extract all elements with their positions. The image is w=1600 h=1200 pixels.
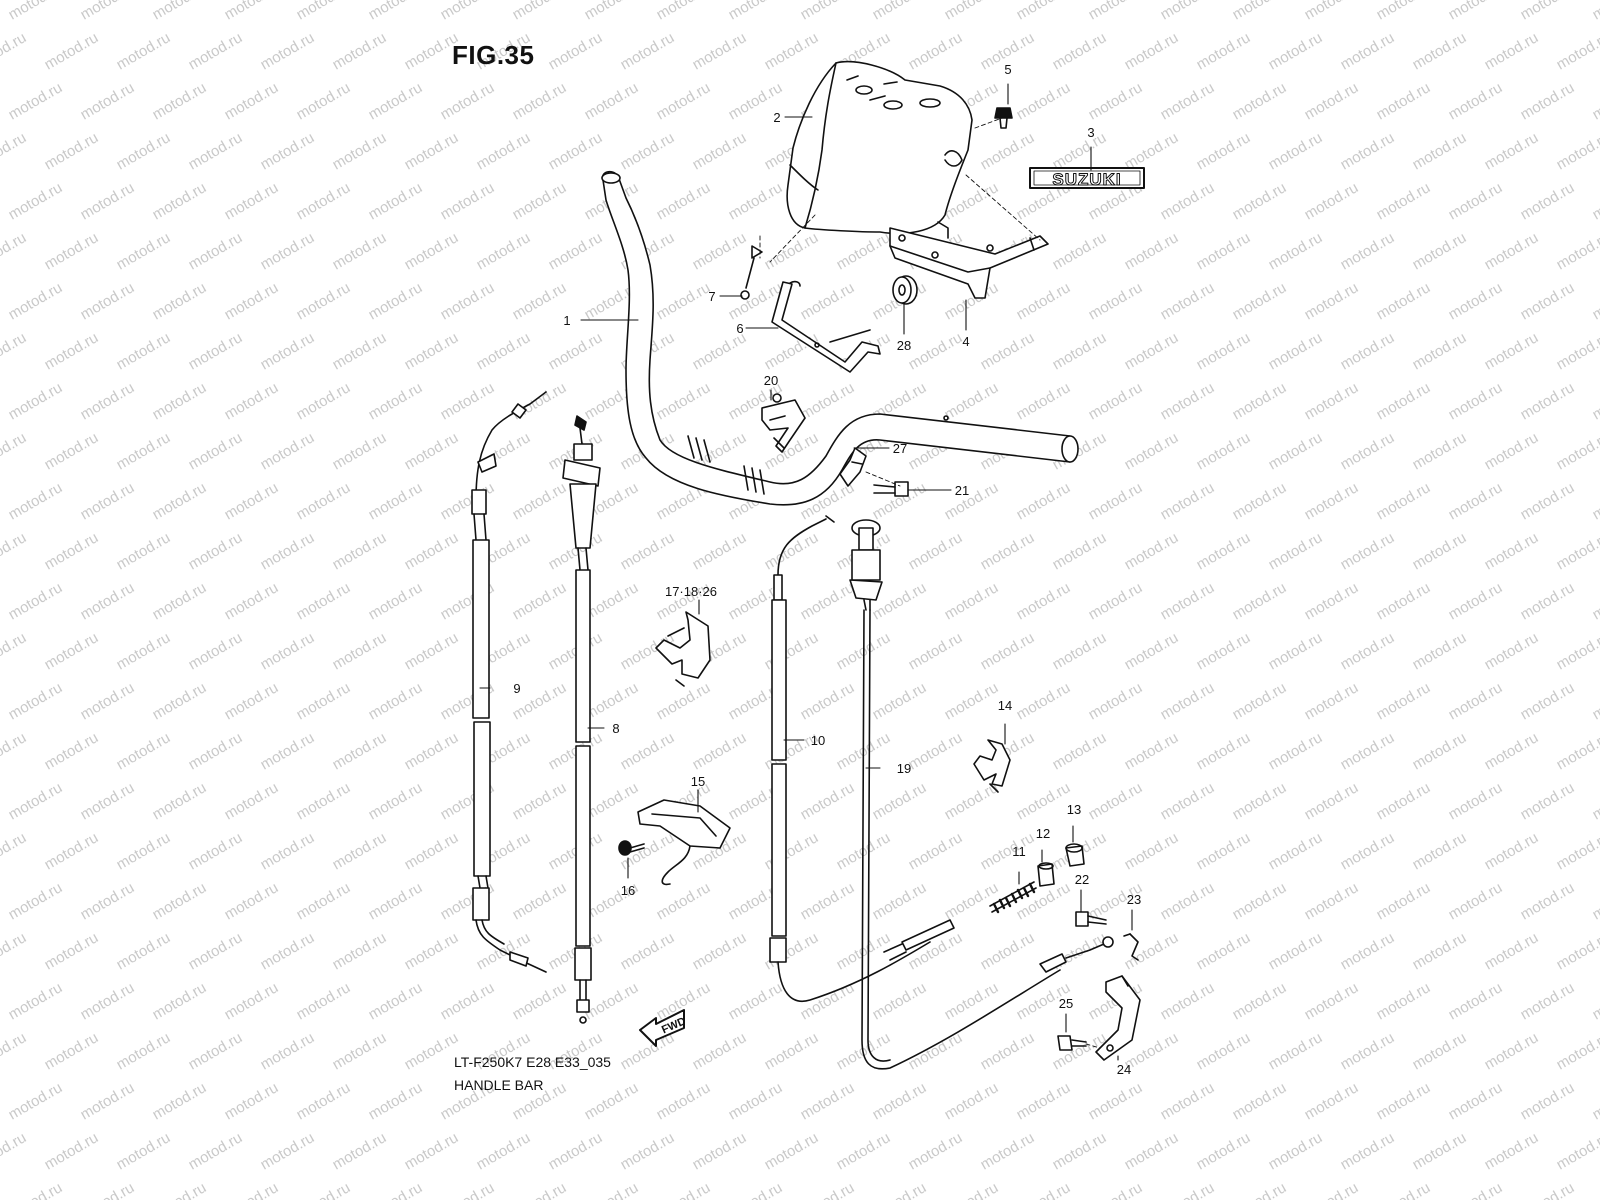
sleeve-part-12 [1037,862,1055,887]
cover-bracket-part [889,221,1049,299]
callout-6: 6 [736,321,743,336]
callout-8: 8 [612,721,619,736]
grommet-part [892,275,918,305]
callout-23: 23 [1127,892,1141,907]
choke-cable-part-19 [849,519,1114,1070]
bolt-part-21 [865,471,909,497]
cable-part-10 [769,515,955,1002]
handlebar-part [601,170,1079,506]
callout-16: 16 [621,883,635,898]
holder-part-17-18-26 [655,611,711,687]
callout-20: 20 [764,373,778,388]
clip-part-23 [1123,933,1139,961]
spring-part-11 [989,881,1037,914]
emblem-text: SUZUKI [1052,170,1121,189]
figure-title: FIG.35 [452,40,535,70]
callout-15: 15 [691,774,705,789]
callout-12: 12 [1036,826,1050,841]
bolt-part-22 [1075,911,1107,927]
handlebar-cover-part [786,60,973,235]
callout-17-18-26: 17·18·26 [665,584,717,599]
callout-10: 10 [811,733,825,748]
screw-part-7 [740,245,763,300]
clamp-part-20 [761,393,806,453]
callout-3: 3 [1087,125,1094,140]
callout-5: 5 [1004,62,1011,77]
lever-part-24 [1095,975,1141,1061]
callout-2: 2 [773,110,780,125]
model-code: LT-F250K7 E28 E33_035 [454,1054,611,1070]
callout-14: 14 [998,698,1012,713]
throttle-cable-part-8 [562,415,601,1024]
nut-part-13 [1065,843,1085,867]
callout-24: 24 [1117,1062,1131,1077]
callout-13: 13 [1067,802,1081,817]
clamp-part-14 [973,739,1011,793]
callout-19: 19 [897,761,911,776]
callout-27: 27 [893,441,907,456]
callout-21: 21 [955,483,969,498]
callout-7: 7 [708,289,715,304]
screw-part-16 [618,840,645,856]
section-name: HANDLE BAR [454,1077,544,1093]
guide-part-15 [637,799,731,886]
suzuki-emblem-part: SUZUKI [1029,167,1145,190]
stay-bracket-part [771,280,881,373]
callout-4: 4 [962,334,969,349]
callout-1: 1 [563,313,570,328]
callout-9: 9 [513,681,520,696]
callout-11: 11 [1012,844,1026,859]
callout-25: 25 [1059,996,1073,1011]
callout-28: 28 [897,338,911,353]
forward-direction-arrow: FWD [639,1009,688,1047]
callout-22: 22 [1075,872,1089,887]
cable-part-9 [471,391,547,973]
clamp-part-27 [839,447,867,487]
bolt-part-5 [994,107,1013,129]
bolt-part-25 [1057,1035,1101,1051]
